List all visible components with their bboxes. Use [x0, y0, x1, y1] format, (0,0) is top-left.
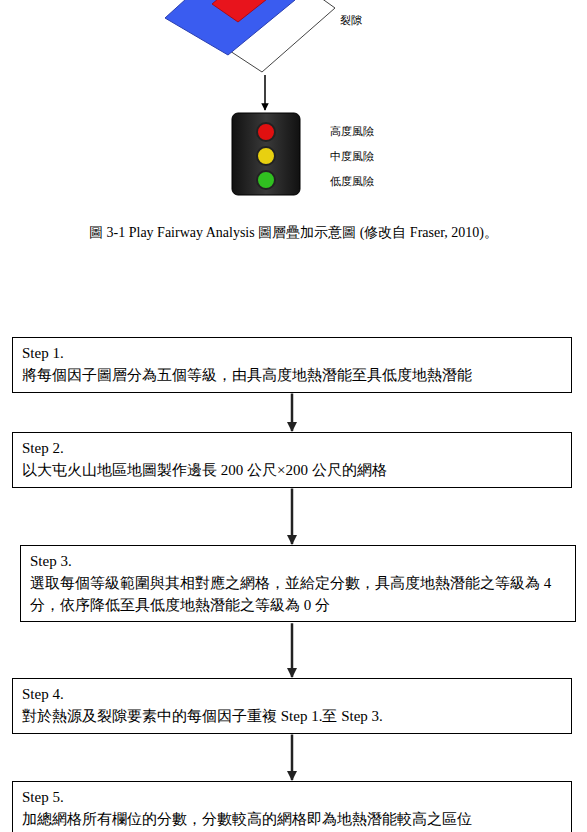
step-heading: Step 2.	[22, 438, 562, 460]
step-heading: Step 1.	[22, 343, 562, 365]
step-body: 選取每個等級範圍與其相對應之網格，並給定分數，具高度地熱潛能之等級為 4 分，依…	[30, 573, 566, 617]
risk-label: 低度風險	[330, 175, 374, 188]
flow-arrow	[291, 623, 294, 677]
step-body: 將每個因子圖層分為五個等級，由具高度地熱潛能至具低度地熱潛能	[22, 365, 562, 387]
top-layer	[212, 0, 276, 22]
green-lamp	[257, 171, 275, 189]
flow-arrow	[291, 735, 294, 781]
process-box: Step 1.將每個因子圖層分為五個等級，由具高度地熱潛能至具低度地熱潛能	[12, 337, 572, 393]
step-body: 加總網格所有欄位的分數，分數較高的網格即為地熱潛能較高之區位	[22, 809, 562, 831]
heat-source-layer	[165, 0, 295, 55]
yellow-lamp	[257, 147, 275, 165]
layer-label: 裂隙	[340, 14, 362, 27]
step-heading: Step 5.	[22, 787, 562, 809]
step-body: 對於熱源及裂隙要素中的每個因子重複 Step 1.至 Step 3.	[22, 706, 562, 728]
traffic-light	[232, 113, 300, 195]
risk-label: 中度風險	[330, 150, 374, 163]
process-box: Step 5.加總網格所有欄位的分數，分數較高的網格即為地熱潛能較高之區位	[12, 781, 572, 832]
overlay-arrow	[264, 75, 266, 110]
figure-caption: 圖 3-1 Play Fairway Analysis 圖層疊加示意圖 (修改自…	[40, 224, 547, 242]
flow-arrow	[291, 394, 294, 432]
step-heading: Step 3.	[30, 551, 566, 573]
red-lamp	[257, 123, 275, 141]
risk-label: 高度風險	[330, 125, 374, 138]
process-box: Step 2.以大屯火山地區地圖製作邊長 200 公尺×200 公尺的網格	[12, 432, 572, 488]
step-body: 以大屯火山地區地圖製作邊長 200 公尺×200 公尺的網格	[22, 460, 562, 482]
flow-arrow	[291, 489, 294, 545]
step-heading: Step 4.	[22, 684, 562, 706]
process-box: Step 3.選取每個等級範圍與其相對應之網格，並給定分數，具高度地熱潛能之等級…	[20, 545, 576, 622]
process-box: Step 4.對於熱源及裂隙要素中的每個因子重複 Step 1.至 Step 3…	[12, 678, 572, 734]
